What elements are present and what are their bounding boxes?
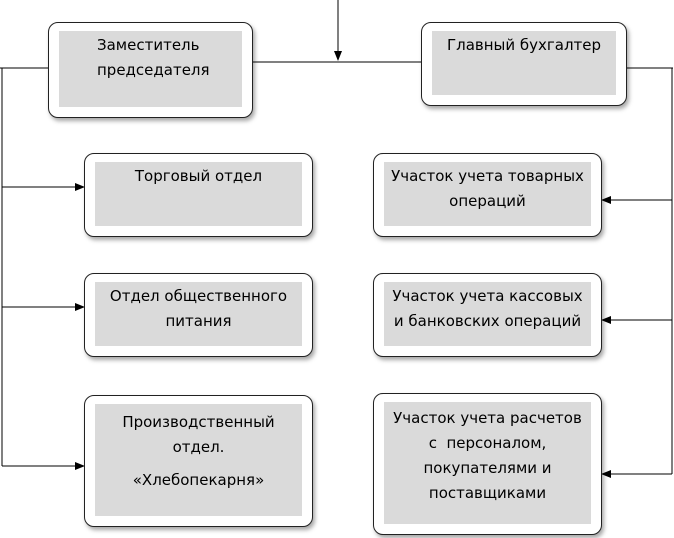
node-label-line: Торговый отдел	[134, 167, 263, 185]
node-chief-accountant: Главный бухгалтер	[421, 22, 627, 106]
node-label-line: Участок учета кассовых	[392, 287, 583, 305]
node-label-line: операций	[449, 192, 526, 210]
node-label-line: с персоналом,	[428, 434, 547, 452]
node-label-line: поставщиками	[428, 484, 547, 502]
node-cash-bank-accounting: Участок учета кассовых и банковских опер…	[373, 273, 602, 357]
node-label-line: Главный бухгалтер	[446, 36, 602, 54]
node-catering-department: Отдел общественного питания	[84, 273, 313, 357]
node-label-line: Отдел общественного	[109, 287, 288, 305]
node-goods-accounting: Участок учета товарных операций	[373, 153, 602, 237]
node-label-line: покупателями и	[423, 459, 552, 477]
node-label-line: Участок учета расчетов	[393, 409, 582, 427]
node-label-line: питания	[165, 312, 232, 330]
node-label-line: Производственный	[122, 413, 275, 431]
node-label-line: председателя	[97, 61, 210, 79]
node-production-department: Производственный отдел. «Хлебопекарня»	[84, 395, 313, 527]
node-deputy-chairman: Заместитель председателя	[48, 22, 253, 118]
node-label-line: «Хлебопекарня»	[132, 471, 265, 489]
node-trade-department: Торговый отдел	[84, 153, 313, 237]
node-label-line: Заместитель	[97, 36, 200, 54]
node-label-line: отдел.	[172, 438, 225, 456]
node-settlements-accounting: Участок учета расчетов с персоналом, пок…	[373, 393, 602, 535]
node-label-line: и банковских операций	[393, 312, 582, 330]
node-label-line: Участок учета товарных	[391, 167, 584, 185]
